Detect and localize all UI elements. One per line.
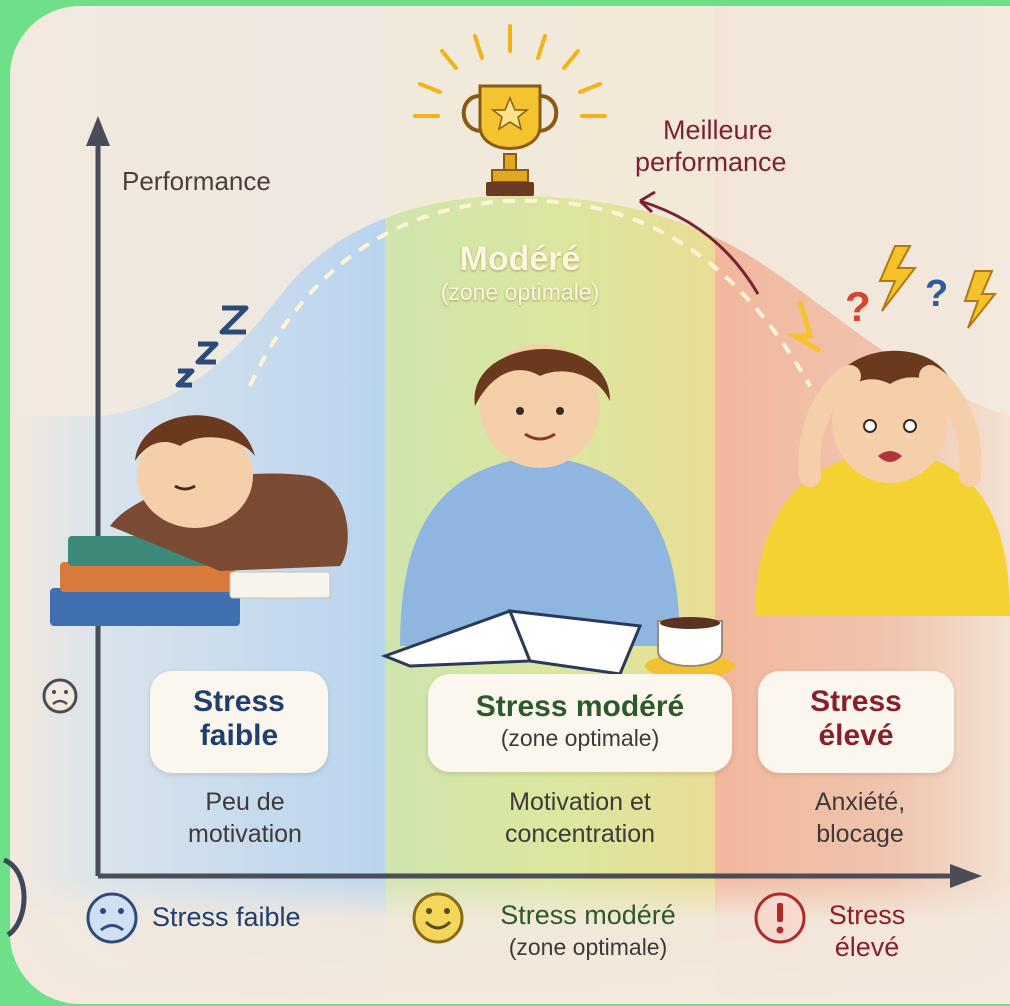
trophy-icon bbox=[413, 24, 607, 196]
y-axis-arrow-icon bbox=[86, 116, 110, 146]
legend-stress-high: Stress élevé bbox=[812, 899, 922, 963]
desc-stress-low: Peu de motivation bbox=[145, 786, 345, 850]
pill-stress-high-title-2: élevé bbox=[818, 719, 894, 752]
stressed-student-illustration: ? ? bbox=[755, 245, 1010, 616]
legend-stress-moderate-1: Stress modéré bbox=[500, 900, 676, 930]
pill-stress-low-title-2: faible bbox=[199, 719, 279, 752]
pill-stress-high: Stress élevé bbox=[758, 671, 954, 773]
y-axis-label: Performance bbox=[122, 166, 271, 196]
legend-stress-moderate-2: (zone optimale) bbox=[508, 934, 668, 960]
lightning-icon bbox=[878, 245, 918, 312]
pill-stress-low: Stress faible bbox=[150, 671, 328, 773]
focused-student-illustration bbox=[380, 344, 735, 678]
pill-stress-moderate-title: Stress modéré bbox=[475, 690, 685, 723]
legend-stress-low: Stress faible bbox=[152, 902, 301, 932]
desc-stress-high-2: blocage bbox=[816, 820, 904, 848]
peak-annotation-line1: Meilleure bbox=[663, 115, 773, 145]
smile-face-icon bbox=[412, 892, 464, 944]
desc-stress-moderate: Motivation et concentration bbox=[450, 786, 710, 850]
optimal-zone-subtitle: (zone optimale) bbox=[440, 279, 600, 305]
legend-stress-high-2: élevé bbox=[834, 932, 900, 962]
peak-annotation-line2: performance bbox=[635, 147, 787, 177]
question-mark-icon: ? bbox=[845, 283, 871, 330]
desc-stress-moderate-2: concentration bbox=[504, 820, 656, 848]
pill-stress-moderate-subtitle: (zone optimale) bbox=[500, 725, 660, 751]
x-axis-arrow-icon bbox=[950, 864, 982, 888]
desc-stress-low-1: Peu de bbox=[205, 788, 285, 816]
sleep-zzz-icon bbox=[175, 305, 249, 388]
axis-sad-face-icon bbox=[42, 678, 78, 714]
pill-stress-moderate: Stress modéré (zone optimale) bbox=[428, 674, 732, 772]
svg-text:?: ? bbox=[925, 273, 948, 315]
legend-stress-high-1: Stress bbox=[828, 900, 906, 930]
legend-stress-moderate: Stress modéré (zone optimale) bbox=[468, 899, 708, 963]
peak-annotation: Meilleure performance bbox=[635, 114, 787, 178]
exclamation-icon bbox=[754, 892, 806, 944]
desc-stress-high-1: Anxiété, bbox=[814, 788, 906, 816]
sad-face-icon bbox=[86, 892, 138, 944]
desc-stress-high: Anxiété, blocage bbox=[780, 786, 940, 850]
axes bbox=[86, 116, 982, 888]
corner-decoration bbox=[2, 857, 27, 938]
optimal-zone-title: Modéré bbox=[459, 240, 581, 278]
bell-curve-art bbox=[10, 6, 1010, 416]
desc-stress-low-2: motivation bbox=[188, 820, 302, 848]
desc-stress-moderate-1: Motivation et bbox=[509, 788, 651, 816]
optimal-zone-header: Modéré (zone optimale) bbox=[410, 240, 630, 306]
pill-stress-low-title-1: Stress bbox=[193, 685, 285, 718]
peak-arrow bbox=[639, 199, 760, 295]
illustration-card: ? ? Performance Meilleure performance Mo… bbox=[10, 6, 1010, 1004]
pill-stress-high-title-1: Stress bbox=[810, 685, 902, 718]
sleeping-student-illustration bbox=[50, 415, 348, 626]
bell-curve-dashed-line bbox=[248, 198, 812, 387]
